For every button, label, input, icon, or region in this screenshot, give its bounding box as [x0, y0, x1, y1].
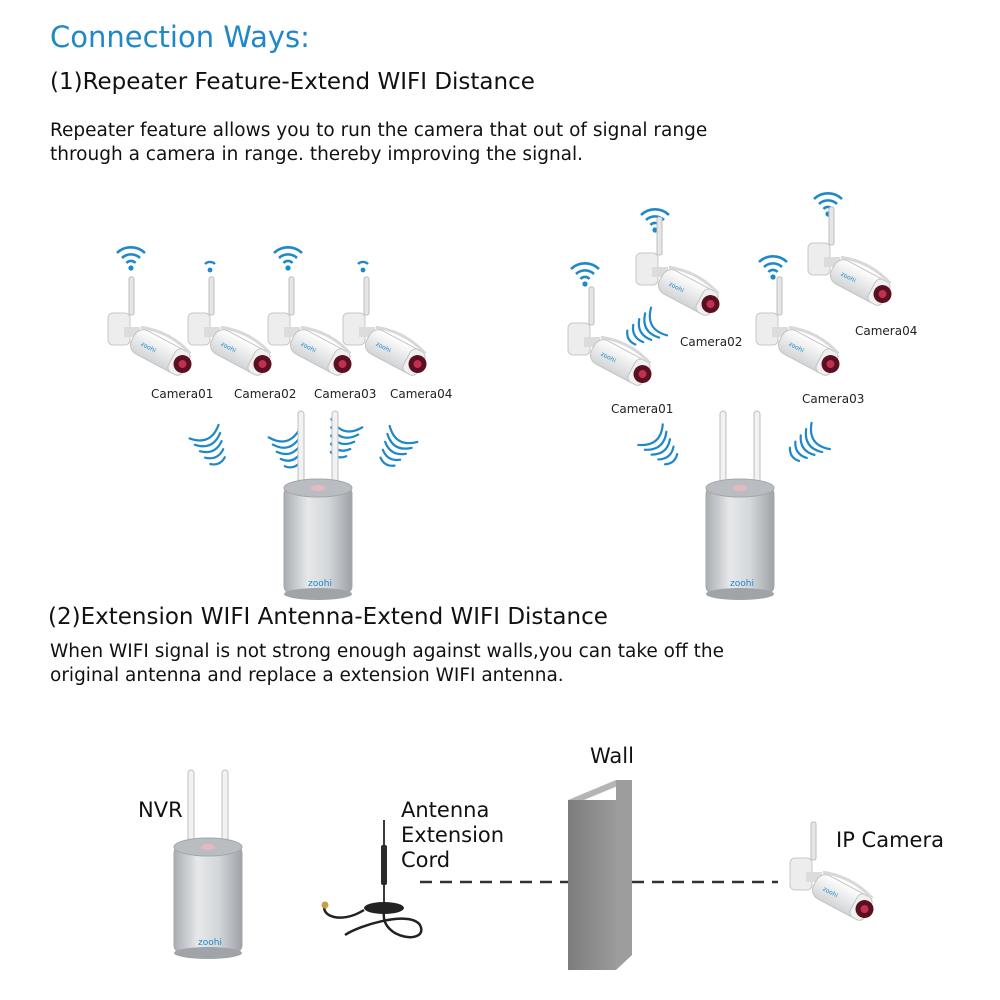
left-camera01-icon: [106, 275, 201, 382]
left-camera01-label: Camera01: [151, 387, 214, 401]
right-cameras: [566, 205, 901, 392]
right-camera01-icon: [566, 285, 661, 392]
left-camera04-label: Camera04: [390, 387, 453, 401]
ip-camera-label: IP Camera: [836, 828, 944, 852]
section1-desc-line1: Repeater feature allows you to run the c…: [50, 120, 708, 141]
left-nvr-icon: [283, 410, 353, 601]
antenna-cord-icon: [321, 820, 423, 939]
left-camera04-icon: [341, 275, 436, 382]
section2-title: (2)Extension WIFI Antenna-Extend WIFI Di…: [48, 604, 608, 630]
section1-desc-line2: through a camera in range. thereby impro…: [50, 144, 584, 165]
wall-shape: [568, 780, 632, 970]
left-cameras: [106, 275, 436, 382]
page-title: Connection Ways:: [50, 20, 310, 54]
right-camera02-label: Camera02: [680, 335, 743, 349]
left-camera02-icon: [186, 275, 281, 382]
left-camera02-label: Camera02: [234, 387, 297, 401]
right-camera04-label: Camera04: [855, 324, 918, 338]
nvr-label: NVR: [138, 798, 183, 822]
section2-desc: When WIFI signal is not strong enough ag…: [50, 640, 724, 688]
section1-title: (1)Repeater Feature-Extend WIFI Distance: [50, 69, 535, 95]
right-camera03-label: Camera03: [802, 392, 865, 406]
right-camera04-icon: [806, 205, 901, 312]
wall-label: Wall: [590, 744, 634, 768]
left-wifi-icons: [115, 245, 370, 274]
section2-desc-line1: When WIFI signal is not strong enough ag…: [50, 641, 724, 662]
right-nvr-icon: [705, 410, 775, 601]
left-camera03-label: Camera03: [314, 387, 377, 401]
antenna-label-line1: Antenna: [401, 798, 490, 822]
nvr-device-icon: [173, 769, 243, 960]
right-camera02-icon: [634, 215, 729, 322]
antenna-label: Antenna Extension Cord: [401, 798, 504, 873]
right-wifi-icons: [569, 191, 844, 288]
antenna-label-line3: Cord: [401, 848, 451, 872]
antenna-label-line2: Extension: [401, 823, 505, 847]
right-camera01-label: Camera01: [611, 402, 674, 416]
ip-camera-icon: [788, 820, 883, 927]
section2-desc-line2: original antenna and replace a extension…: [50, 665, 564, 686]
right-camera03-icon: [754, 275, 849, 382]
section1-desc: Repeater feature allows you to run the c…: [50, 119, 707, 167]
